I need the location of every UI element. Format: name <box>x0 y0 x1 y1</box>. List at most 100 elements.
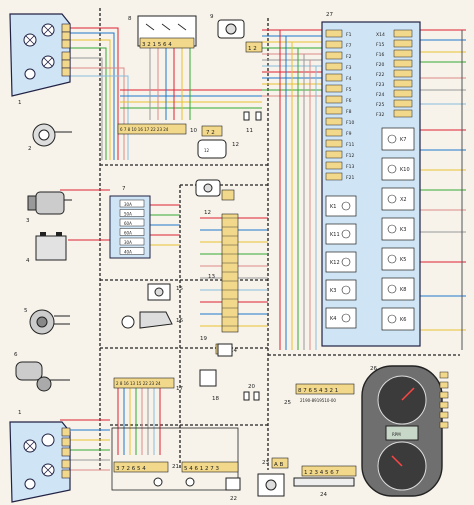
fuse-label-f4: F4 <box>346 76 352 82</box>
fuse-slot-f4 <box>325 73 343 82</box>
starter-motor: 3 <box>26 191 72 224</box>
relay-symbol <box>341 229 351 239</box>
fuse-slot-f3 <box>325 62 343 71</box>
component-label-3: 3 <box>26 218 30 224</box>
headlamp-top-left: 1 <box>9 13 71 106</box>
connector-25: 8 7 6 5 4 3 2 1 2190-8919510-00 25 <box>284 383 355 406</box>
fuse-slot-f13 <box>325 161 343 170</box>
component-12-inner: 12 <box>204 148 210 153</box>
fuse-slot-r-f24 <box>393 89 413 98</box>
power-fuse-0 <box>119 199 145 208</box>
fuse-label-f1: F1 <box>346 32 352 38</box>
relay-box-k4 <box>325 307 357 329</box>
connector-10: 6 7 8 10 16 17 22 23 24 10 <box>117 123 197 135</box>
component-label-16: 16 <box>176 318 183 324</box>
component-12-upper: 7 2 12 12 <box>197 125 239 159</box>
fuse-slot-f9 <box>325 128 343 137</box>
fuse-label-f6: F6 <box>346 98 352 104</box>
component-label-4: 4 <box>26 258 30 264</box>
fuse-slot-r-f22 <box>393 69 413 78</box>
relay-symbol <box>387 164 397 174</box>
fuse-slot-f2 <box>325 51 343 60</box>
relay-label-r-k6: K6 <box>400 317 406 323</box>
fuse-label-f3: F3 <box>346 65 352 71</box>
fuse-label-f5: F5 <box>346 87 352 93</box>
connector-17-pins: 2 8 16 13 15 22 23 24 <box>116 381 161 386</box>
fuse-label-f12: F12 <box>346 153 354 159</box>
connector-12-pins: 7 2 <box>206 130 215 136</box>
power-fuse-label-3: 60A <box>124 231 132 236</box>
component-label-20: 20 <box>248 384 255 390</box>
component-label-19: 19 <box>200 336 207 342</box>
component-label-2-upper: 2 <box>28 146 32 152</box>
relay-symbol <box>341 257 351 267</box>
relay-label-k1: K1 <box>330 204 336 210</box>
relay-symbol <box>341 313 351 323</box>
headlamp-bottom-left: 1 <box>9 410 71 503</box>
connector-21b-pins: 5 4 6 1 2 7 3 <box>184 466 219 472</box>
component-15: 15 <box>147 283 183 301</box>
connector-24-pins: 1 2 3 4 5 6 7 <box>304 470 339 476</box>
fuse-slot-r-x14 <box>393 29 413 38</box>
relay-label-r-x2: X2 <box>400 197 407 203</box>
sensor-9: 1 2 9 <box>210 14 263 53</box>
component-22: 22 <box>225 477 241 502</box>
fuse-slot-r-f32 <box>393 109 413 118</box>
component-label-25: 25 <box>284 400 291 406</box>
component-11: 11 <box>243 111 262 134</box>
relay-symbol <box>387 134 397 144</box>
relay-box-r-k3 <box>381 217 415 241</box>
connector-23-pins: A B <box>274 462 284 468</box>
power-fuse-3 <box>119 228 145 236</box>
component-label-13: 13 <box>208 274 215 280</box>
power-fuse-2 <box>119 218 145 227</box>
relay-symbol <box>387 254 397 264</box>
component-12-lower: 12 <box>195 179 235 216</box>
fuse-slot-r-f25 <box>393 99 413 108</box>
relay-symbol <box>387 194 397 204</box>
component-label-26: 26 <box>370 366 377 372</box>
fuse-slot-r-f20 <box>393 59 413 68</box>
connector-13: 13 <box>208 213 239 333</box>
component-label-5: 5 <box>24 308 28 314</box>
connector-23: A B 23 <box>257 457 289 497</box>
relay-symbol <box>387 284 397 294</box>
relay-label-r-k3: K3 <box>400 227 406 233</box>
connector-10-pins: 6 7 8 10 16 17 22 23 24 <box>120 127 169 132</box>
relay-symbol <box>387 314 397 324</box>
generator: 5 <box>24 308 70 335</box>
ground-bus-lines <box>99 8 460 470</box>
fuse-label-r-f24: F24 <box>376 92 384 98</box>
power-fuse-label-2: 60A <box>124 221 132 226</box>
relay-box-r-k10 <box>381 157 415 181</box>
component-label-6: 6 <box>14 352 18 358</box>
wire-bundle-right-fuse <box>262 29 330 350</box>
fuse-slot-r-f23 <box>393 79 413 88</box>
connector-8-pins: 3 2 1 5 6 4 <box>142 42 172 48</box>
power-fuse-label-0: 30A <box>124 202 132 207</box>
fuse-label-r-x14: X14 <box>376 32 385 38</box>
power-fuse-label-1: 50A <box>124 212 132 217</box>
fuse-label-f9: F9 <box>346 131 352 137</box>
component-label-14: 14 <box>230 348 237 354</box>
fuse-slot-f7 <box>325 40 343 49</box>
component-label-21: 21 <box>172 464 179 470</box>
fuse-slot-r-f16 <box>393 49 413 58</box>
component-label-15: 15 <box>176 286 183 292</box>
fuse-label-r-f32: F32 <box>376 112 384 118</box>
relay-label-k12: K12 <box>330 260 340 266</box>
fuse-slot-f11 <box>325 139 343 148</box>
component-label-27: 27 <box>326 12 333 18</box>
instrument-cluster: RPM 26 <box>361 365 449 497</box>
relay-box-k3 <box>325 279 357 301</box>
fuse-slot-f5 <box>325 84 343 93</box>
wire-bundle-left-headlamp <box>70 27 129 160</box>
component-20: 20 <box>243 384 260 401</box>
relay-symbol <box>341 285 351 295</box>
component-label-18: 18 <box>212 396 219 402</box>
component-label-1: 1 <box>18 100 22 106</box>
fuse-label-f2: F2 <box>346 54 352 60</box>
component-18: 18 <box>199 369 219 402</box>
